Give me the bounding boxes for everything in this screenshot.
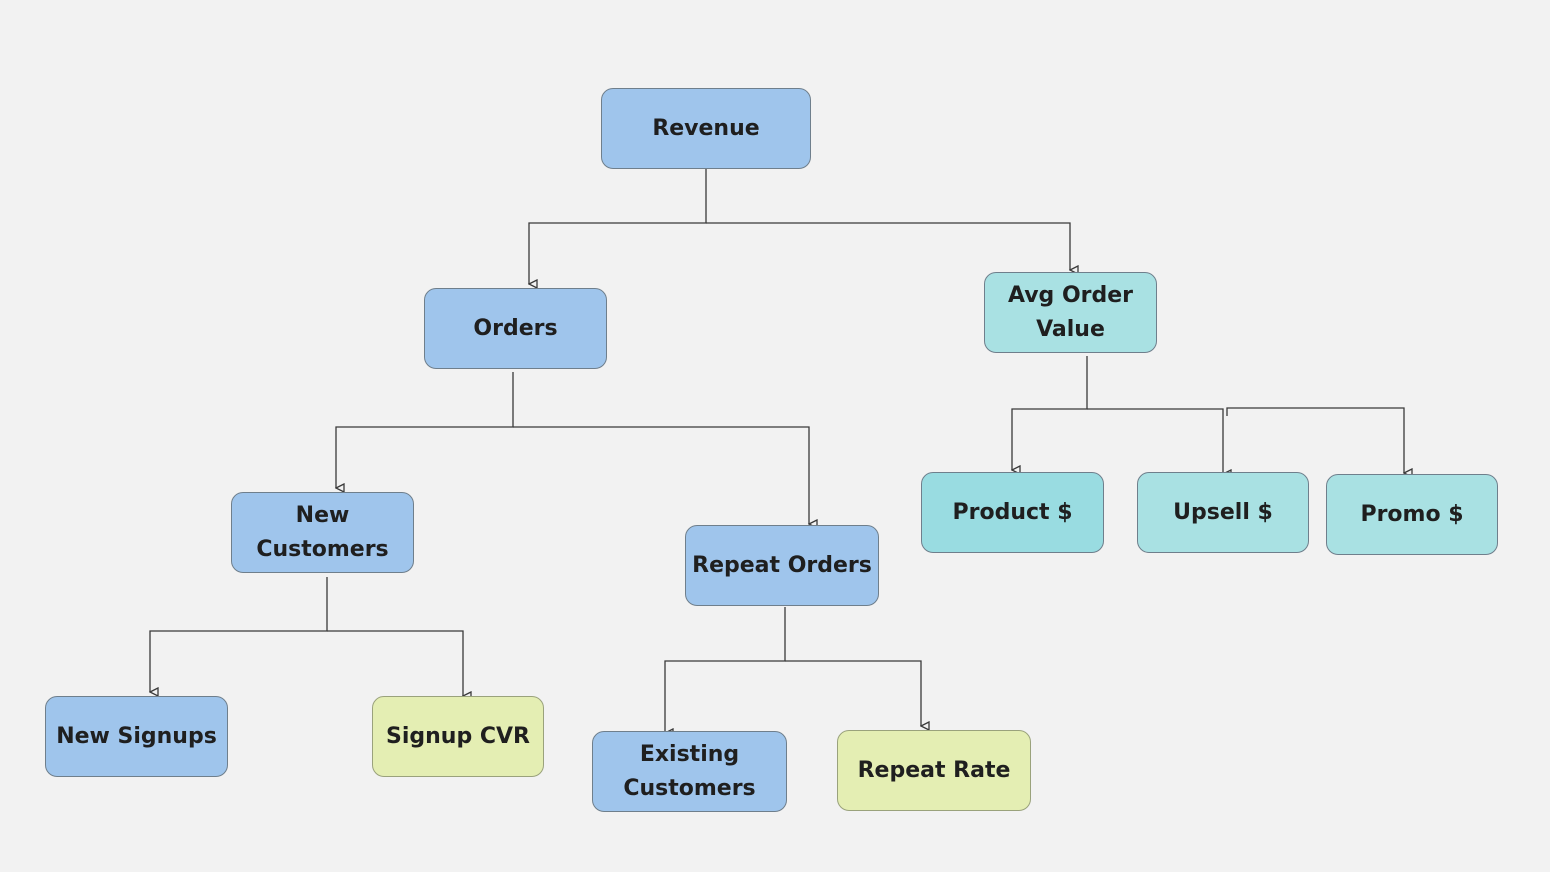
node-existing-customers[interactable]: Existing Customers [592,731,787,812]
node-upsell-label: Upsell $ [1173,499,1273,525]
connector-orders-new-customers [336,372,514,488]
connector-aov-product [1012,356,1088,470]
node-signup-cvr[interactable]: Signup CVR [372,696,544,777]
node-promo-label: Promo $ [1360,501,1464,527]
connector-repeat-orders-existing-customers [665,607,786,733]
connector-aov-upsell [1087,408,1223,474]
node-promo[interactable]: Promo $ [1326,474,1498,555]
connector-new-customers-new-signups [150,577,328,692]
node-product[interactable]: Product $ [921,472,1104,553]
connector-new-customers-signup-cvr [327,630,463,696]
node-avg-order-value[interactable]: Avg Order Value [984,272,1157,353]
connector-repeat-orders-repeat-rate [785,660,921,726]
node-upsell[interactable]: Upsell $ [1137,472,1309,553]
node-product-label: Product $ [952,499,1073,525]
node-repeat-rate-label: Repeat Rate [857,757,1011,783]
node-orders-label: Orders [473,315,558,341]
connector-revenue-avg-order-value [706,222,1070,270]
node-new-customers[interactable]: New Customers [231,492,414,573]
node-revenue-label: Revenue [652,115,760,141]
node-existing-customers-label: Existing Customers [623,741,756,801]
node-revenue[interactable]: Revenue [601,88,811,169]
node-repeat-orders[interactable]: Repeat Orders [685,525,879,606]
node-orders[interactable]: Orders [424,288,607,369]
connector-aov-promo [1226,407,1404,473]
node-avg-order-value-label: Avg Order Value [1007,282,1134,342]
node-signup-cvr-label: Signup CVR [386,723,530,749]
node-new-signups[interactable]: New Signups [45,696,228,777]
connector-revenue-orders [529,168,707,284]
node-new-customers-label: New Customers [256,502,389,562]
node-repeat-rate[interactable]: Repeat Rate [837,730,1031,811]
node-new-signups-label: New Signups [56,723,217,749]
connector-orders-repeat-orders [513,426,809,524]
node-repeat-orders-label: Repeat Orders [692,552,872,578]
